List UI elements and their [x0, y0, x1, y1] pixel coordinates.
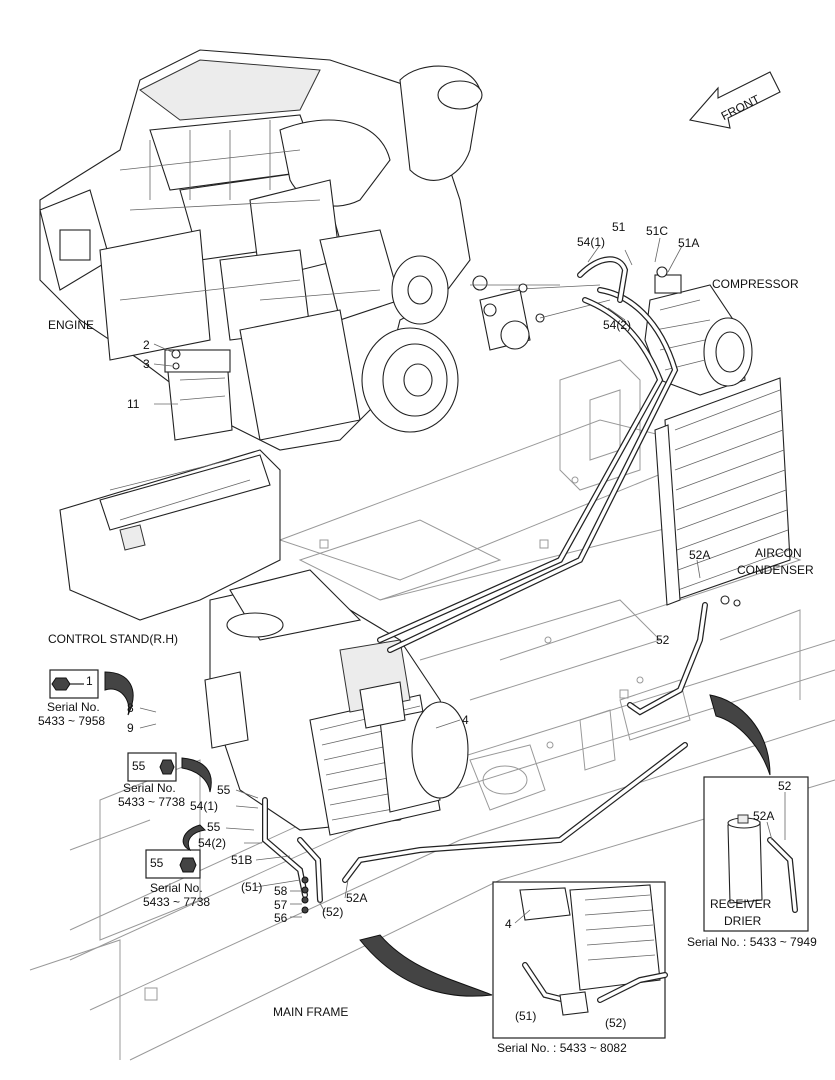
part-52a-top-label: 52A [689, 548, 710, 562]
engine-label: ENGINE [48, 318, 94, 332]
part-4-label: 4 [462, 713, 469, 727]
part-57-label: 57 [274, 898, 288, 912]
serial-box-2 [127, 752, 212, 793]
part-3-label: 3 [143, 357, 150, 371]
part-8-label: 8 [127, 701, 134, 715]
receiver-label-2: DRIER [724, 914, 762, 928]
serial-2-line2: 5433 ~ 7738 [118, 795, 185, 809]
serial-3-line2: 5433 ~ 7738 [143, 895, 210, 909]
part-52-mid-label: 52 [656, 633, 670, 647]
part-1-label: 1 [86, 674, 93, 688]
inset2-part-51-label: (51) [515, 1009, 536, 1023]
part-52-paren-label: (52) [322, 905, 343, 919]
serial-2-line1: Serial No. [123, 781, 176, 795]
aircon-condenser-label-1: AIRCON [755, 546, 802, 560]
serial-1-line1: Serial No. [47, 700, 100, 714]
part-55-low-label: 55 [207, 820, 221, 834]
control-stand-label: CONTROL STAND(R.H) [48, 632, 178, 646]
part-51c-label: 51C [646, 224, 668, 238]
part-54-2-top-label: 54(2) [603, 318, 631, 332]
part-11-label: 11 [127, 397, 140, 411]
aircon-unit-drawing [204, 569, 469, 836]
compressor-label: COMPRESSOR [712, 277, 799, 291]
leader-lines [139, 237, 786, 924]
part-51a-label: 51A [678, 236, 699, 250]
part-52a-low-label: 52A [346, 891, 367, 905]
main-frame-label: MAIN FRAME [273, 1005, 348, 1019]
bottom-detail-inset [359, 881, 668, 1039]
part-55-label: 55 [217, 783, 231, 797]
inset2-part-52-label: (52) [605, 1016, 626, 1030]
compressor-drawing [644, 266, 753, 396]
serial-3-line1: Serial No. [150, 881, 203, 895]
inset-part-52a-label: 52A [753, 809, 774, 823]
part-58-label: 58 [274, 884, 288, 898]
part-51-label: 51 [612, 220, 626, 234]
part-54-1-low-label: 54(1) [190, 799, 218, 813]
aircon-condenser-label-2: CONDENSER [737, 563, 814, 577]
serial-box-1 [49, 669, 134, 716]
serial-1-line2: 5433 ~ 7958 [38, 714, 105, 728]
condenser-drawing [654, 377, 791, 606]
hose-lines [262, 256, 741, 914]
serial-inset-bottom-label: Serial No. : 5433 ~ 8082 [497, 1041, 627, 1055]
inset-part-52-label: 52 [778, 779, 792, 793]
control-stand-drawing [59, 349, 281, 621]
part-51b-label: 51B [231, 853, 252, 867]
receiver-drier-inset [703, 694, 809, 932]
part-56-label: 56 [274, 911, 288, 925]
part-2-label: 2 [143, 338, 150, 352]
serial-receiver-label: Serial No. : 5433 ~ 7949 [687, 935, 817, 949]
receiver-label-1: RECEIVER [710, 897, 772, 911]
part-54-1-top-label: 54(1) [577, 235, 605, 249]
inset2-part-4-label: 4 [505, 917, 512, 931]
part-55-box-label: 55 [132, 759, 146, 773]
part-55-box3-label: 55 [150, 856, 164, 870]
front-arrow [688, 71, 781, 129]
serial-box-3 [145, 824, 207, 879]
part-51-paren-label: (51) [241, 880, 262, 894]
engine-drawing [39, 49, 611, 451]
part-54-2-low-label: 54(2) [198, 836, 226, 850]
part-9-label: 9 [127, 721, 134, 735]
